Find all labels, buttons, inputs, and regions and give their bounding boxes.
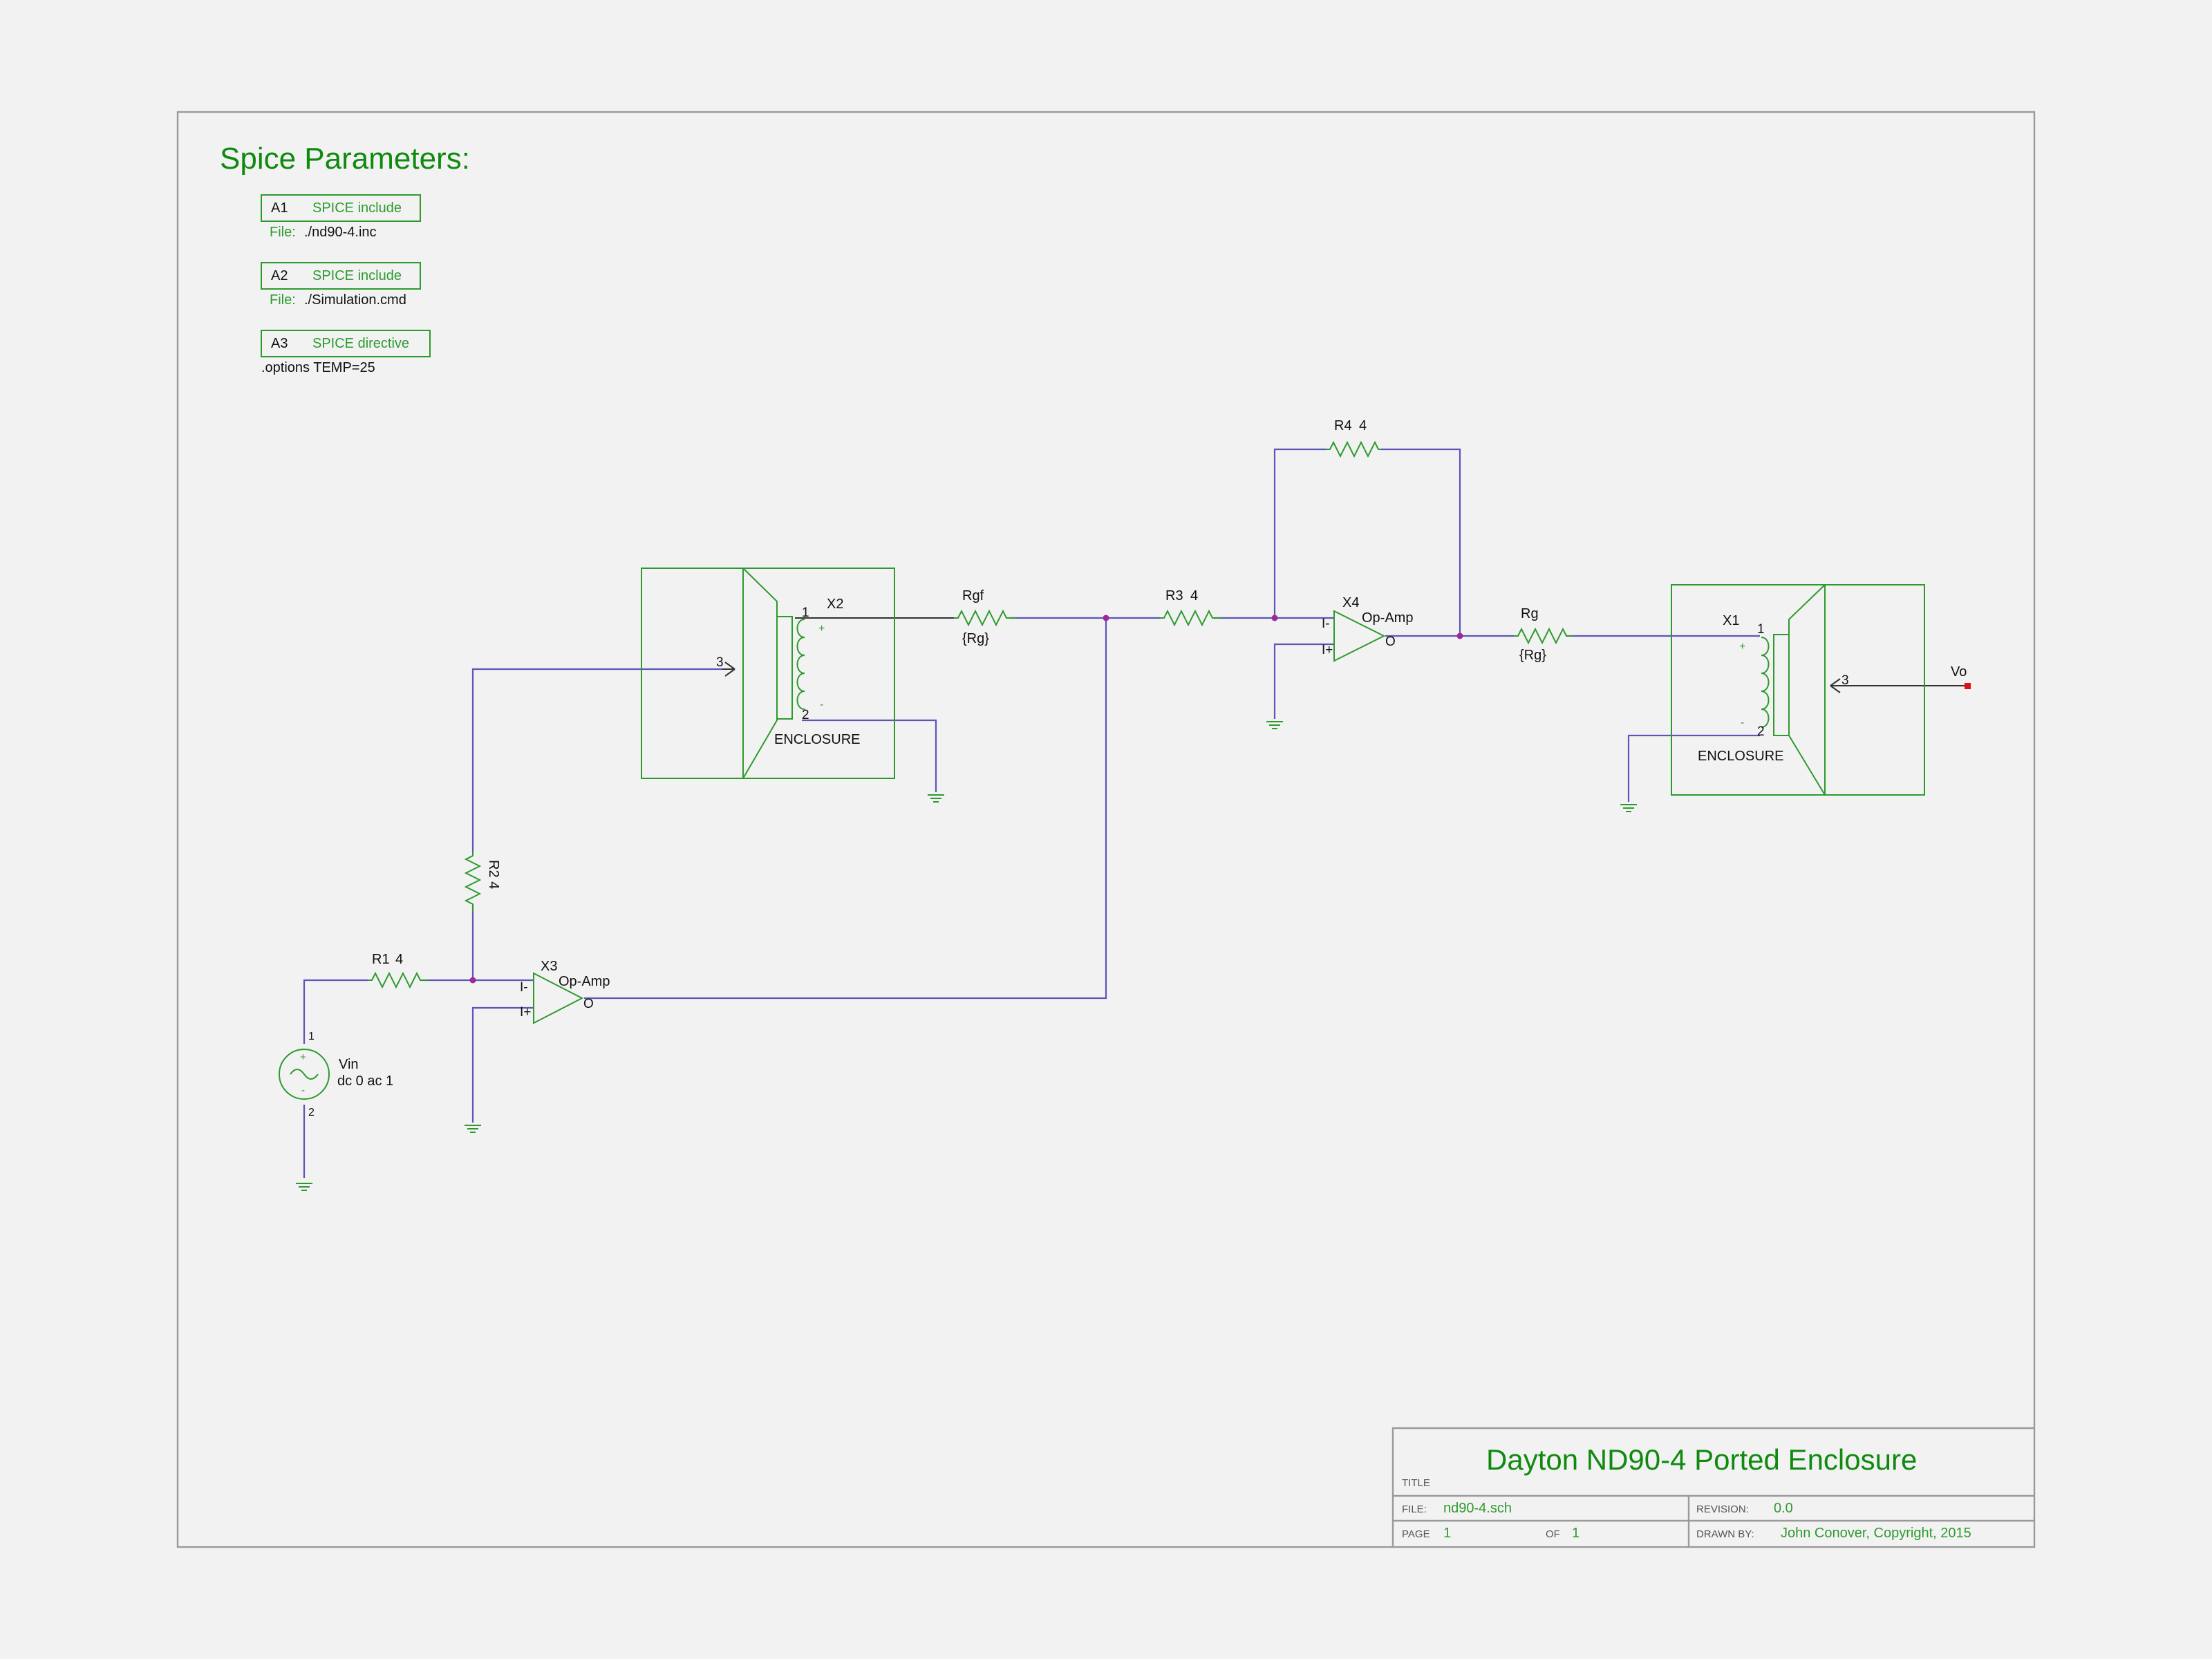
x4-name: X4 xyxy=(1342,595,1359,610)
x2-minus-sign: - xyxy=(820,699,823,711)
drawn-by-value: John Conover, Copyright, 2015 xyxy=(1781,1526,1971,1541)
rg-name: Rg xyxy=(1521,606,1539,621)
spice-block-a1-file-label: File: xyxy=(270,225,296,240)
revision-label: REVISION: xyxy=(1696,1503,1749,1515)
r4-name: R4 xyxy=(1334,418,1352,433)
drawing-frame xyxy=(176,111,2036,1548)
file-value: nd90-4.sch xyxy=(1443,1501,1512,1516)
enclosure-x2[interactable]: 3 1 2 + - X2 ENCLOSURE xyxy=(641,568,895,779)
wires xyxy=(303,448,1967,1178)
resistor-rgf[interactable]: Rgf {Rg} xyxy=(954,588,1016,646)
ground-icon xyxy=(927,794,945,803)
resistor-r3[interactable]: R3 4 xyxy=(1160,588,1221,627)
spice-block-a2-id: A2 xyxy=(271,268,288,283)
r3-name: R3 xyxy=(1165,588,1183,603)
drawn-by-label: DRAWN BY: xyxy=(1696,1528,1754,1540)
vo-label: Vo xyxy=(1951,664,1967,679)
ground-icon xyxy=(1266,721,1284,729)
x1-name: X1 xyxy=(1723,613,1739,628)
r3-value: 4 xyxy=(1190,588,1198,603)
x2-label: ENCLOSURE xyxy=(774,732,860,747)
rgf-name: Rgf xyxy=(962,588,984,603)
spice-block-a1-file: ./nd90-4.inc xyxy=(304,225,377,240)
x2-pin2-label: 2 xyxy=(802,708,809,722)
opamp-x3[interactable]: X3 Op-Amp I- I+ O xyxy=(520,959,610,1024)
vin-pin1-label: 1 xyxy=(308,1031,315,1042)
spice-block-a2-file: ./Simulation.cmd xyxy=(304,292,406,308)
x3-name: X3 xyxy=(541,959,557,974)
x3-inv-label: I- xyxy=(520,980,528,995)
junction-dot xyxy=(1271,615,1278,621)
spice-block-a3-kind: SPICE directive xyxy=(312,336,409,351)
r1-value: 4 xyxy=(395,952,403,967)
x2-pin3-label: 3 xyxy=(716,655,724,670)
junction-dot xyxy=(469,977,476,984)
x1-plus-sign: + xyxy=(1739,641,1745,653)
vin-minus-sign: - xyxy=(301,1085,305,1096)
resistor-r4[interactable]: R4 4 xyxy=(1326,418,1381,458)
spice-block-a3[interactable]: A3 SPICE directive .options TEMP=25 xyxy=(261,330,431,375)
title-text: Dayton ND90-4 Ported Enclosure xyxy=(1486,1443,1917,1476)
of-label: OF xyxy=(1546,1528,1560,1540)
x2-plus-sign: + xyxy=(818,623,825,635)
x4-noninv-label: I+ xyxy=(1322,643,1333,657)
title-label: TITLE xyxy=(1402,1477,1430,1489)
spice-block-a3-directive: .options TEMP=25 xyxy=(261,360,375,375)
ground-icon xyxy=(464,1125,482,1133)
title-block: Dayton ND90-4 Ported Enclosure TITLE FIL… xyxy=(1391,1427,2034,1547)
vin-name: Vin xyxy=(339,1057,359,1072)
output-probe-vo[interactable]: Vo xyxy=(1951,664,1971,689)
resistor-r1[interactable]: R1 4 xyxy=(368,952,427,989)
file-label: FILE: xyxy=(1402,1503,1427,1515)
x4-model: Op-Amp xyxy=(1362,610,1413,626)
enclosure-x1[interactable]: 3 1 2 + - X1 ENCLOSURE xyxy=(1671,584,1925,796)
x1-label: ENCLOSURE xyxy=(1698,749,1783,764)
revision-value: 0.0 xyxy=(1774,1501,1793,1516)
ground-icon xyxy=(1620,804,1638,812)
opamp-x4[interactable]: X4 Op-Amp I- I+ O xyxy=(1322,595,1413,662)
x1-pin2-label: 2 xyxy=(1757,724,1765,739)
page-value: 1 xyxy=(1443,1526,1451,1541)
resistor-r2[interactable]: R2 4 xyxy=(464,852,501,912)
spice-block-a2-kind: SPICE include xyxy=(312,268,402,283)
rg-value: {Rg} xyxy=(1519,648,1546,663)
of-value: 1 xyxy=(1572,1526,1580,1541)
vin-pin2-label: 2 xyxy=(308,1107,315,1118)
spice-block-a2[interactable]: A2 SPICE include File: ./Simulation.cmd xyxy=(261,262,421,308)
r2-name: R2 xyxy=(486,860,501,878)
spice-parameters-heading: Spice Parameters: xyxy=(220,142,470,176)
x2-name: X2 xyxy=(827,597,843,612)
r2-value: 4 xyxy=(486,881,501,889)
x4-out-label: O xyxy=(1385,635,1396,649)
resistor-rg[interactable]: Rg {Rg} xyxy=(1514,606,1573,663)
r4-value: 4 xyxy=(1359,418,1367,433)
vin-plus-sign: + xyxy=(300,1051,306,1063)
x4-inv-label: I- xyxy=(1322,617,1330,631)
x3-model: Op-Amp xyxy=(559,974,610,989)
spice-block-a2-file-label: File: xyxy=(270,292,296,308)
x1-pin3-label: 3 xyxy=(1841,673,1849,688)
page-label: PAGE xyxy=(1402,1528,1430,1540)
vin-value: dc 0 ac 1 xyxy=(337,1074,393,1089)
vin-source[interactable]: + - 1 2 Vin dc 0 ac 1 xyxy=(279,1031,393,1118)
junction-dot xyxy=(1456,632,1463,639)
x3-noninv-label: I+ xyxy=(520,1005,531,1020)
r1-name: R1 xyxy=(372,952,390,967)
x3-out-label: O xyxy=(583,997,594,1011)
r2-label: R2 4 xyxy=(486,860,501,889)
ground-icon xyxy=(295,1183,313,1191)
junction-dot xyxy=(1103,615,1109,621)
x1-minus-sign: - xyxy=(1741,717,1744,729)
x2-pin1-label: 1 xyxy=(802,606,809,620)
spice-block-a3-id: A3 xyxy=(271,336,288,351)
x1-pin1-label: 1 xyxy=(1757,622,1765,637)
rgf-value: {Rg} xyxy=(962,631,989,646)
spice-block-a1-kind: SPICE include xyxy=(312,200,402,216)
spice-block-a1[interactable]: A1 SPICE include File: ./nd90-4.inc xyxy=(261,194,421,240)
spice-block-a1-id: A1 xyxy=(271,200,288,216)
